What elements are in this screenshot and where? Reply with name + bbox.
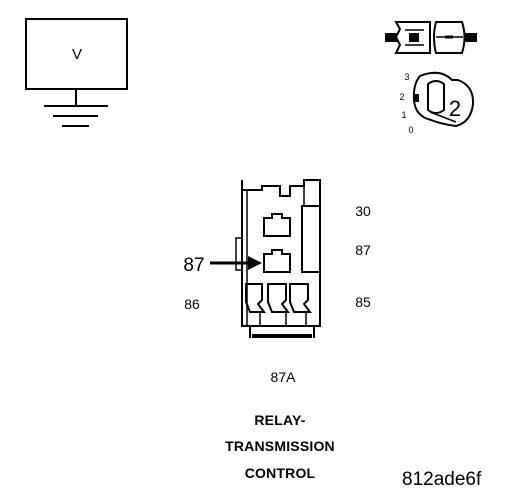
key-position-2: 2 xyxy=(399,92,404,102)
key-position-1: 1 xyxy=(401,110,406,120)
probe-label: 87 xyxy=(183,255,204,276)
connector-plug-icon xyxy=(385,21,477,54)
figure-code: 812ade6f xyxy=(402,469,482,490)
pin-label-86: 86 xyxy=(184,296,200,312)
terminal-86-socket xyxy=(245,283,266,313)
key-position-0: 0 xyxy=(408,125,413,135)
terminal-87a-socket xyxy=(267,283,290,313)
voltmeter: V xyxy=(25,18,128,106)
pin-label-85: 85 xyxy=(355,294,371,310)
relay-body xyxy=(235,179,321,338)
pin-label-87: 87 xyxy=(355,242,371,258)
ground-symbol xyxy=(44,105,108,127)
caption-line-2: TRANSMISSION xyxy=(225,438,335,454)
key-switch-icon: 2 3 2 1 0 xyxy=(399,71,475,135)
probe-arrow xyxy=(210,256,262,270)
terminal-30-socket xyxy=(263,213,291,237)
pin-label-30: 30 xyxy=(355,203,371,219)
terminal-85-socket xyxy=(289,283,312,313)
caption-line-1: RELAY- xyxy=(254,412,306,428)
key-position-selected: 2 xyxy=(449,96,461,121)
terminal-87-socket xyxy=(263,249,291,273)
pin-label-87a: 87A xyxy=(271,369,297,385)
caption-line-3: CONTROL xyxy=(244,465,316,481)
key-position-3: 3 xyxy=(404,72,409,82)
voltmeter-symbol: V xyxy=(72,46,82,63)
